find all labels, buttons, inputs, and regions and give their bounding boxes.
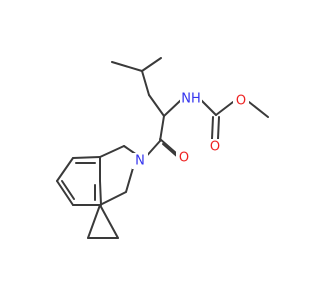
- bond-carbamate-co-2: [217, 116, 220, 140]
- bond-spiro-cp-right: [99, 204, 119, 239]
- bond-alpha-nh: [163, 99, 182, 117]
- bond-ar-1: [72, 156, 101, 159]
- amide-carbonyl-o-bg: [176, 150, 192, 166]
- bond-ch2-lower-spiro: [99, 191, 127, 206]
- ester-o-atom: O: [233, 93, 249, 109]
- bond-amide-co-1: [159, 138, 177, 154]
- carbamate-nh-bg: [180, 91, 202, 107]
- bond-carbamate-ester-o: [215, 101, 234, 116]
- carbamate-nh-atom: NH: [180, 91, 202, 107]
- bond-carbamate-co-1: [211, 116, 214, 140]
- bond-n-ch2-lower: [125, 167, 134, 193]
- ester-o-bg: [233, 93, 249, 109]
- bond-ar-3: [56, 180, 74, 206]
- bond-ar-2: [56, 157, 74, 182]
- atom-labels: NH O O O N: [132, 91, 249, 169]
- bond-methyl-top: [141, 57, 162, 72]
- bond-ar-5: [99, 180, 102, 206]
- carbamate-carbonyl-o-atom: O: [207, 139, 223, 155]
- ester-o-label: O: [236, 94, 246, 109]
- amide-carbonyl-o-label: O: [179, 151, 189, 166]
- ring-n-bg: [132, 153, 148, 169]
- bond-spiro-cp-left: [87, 204, 101, 239]
- carbamate-nh-label: NH: [181, 92, 201, 107]
- bond-ch2-alpha: [148, 94, 165, 117]
- bond-ar-inner-2: [61, 180, 75, 200]
- ring-n-label: N: [135, 154, 145, 169]
- bond-methyl-left: [111, 61, 143, 72]
- ring-n-atom: N: [132, 153, 148, 169]
- bonds: [56, 57, 269, 239]
- bond-ester-o-methyl: [248, 101, 269, 118]
- bond-nh-carbamate-c: [200, 99, 217, 116]
- bond-ch-ch2: [141, 70, 150, 96]
- molecule-structure: NH O O O N: [56, 57, 269, 239]
- bond-ch2-upper-ar: [99, 145, 125, 158]
- carbamate-carbonyl-o-label: O: [210, 140, 220, 155]
- bond-alpha-amide-c: [159, 115, 165, 142]
- carbamate-carbonyl-o-bg: [207, 139, 223, 155]
- amide-carbonyl-o-atom: O: [176, 150, 192, 166]
